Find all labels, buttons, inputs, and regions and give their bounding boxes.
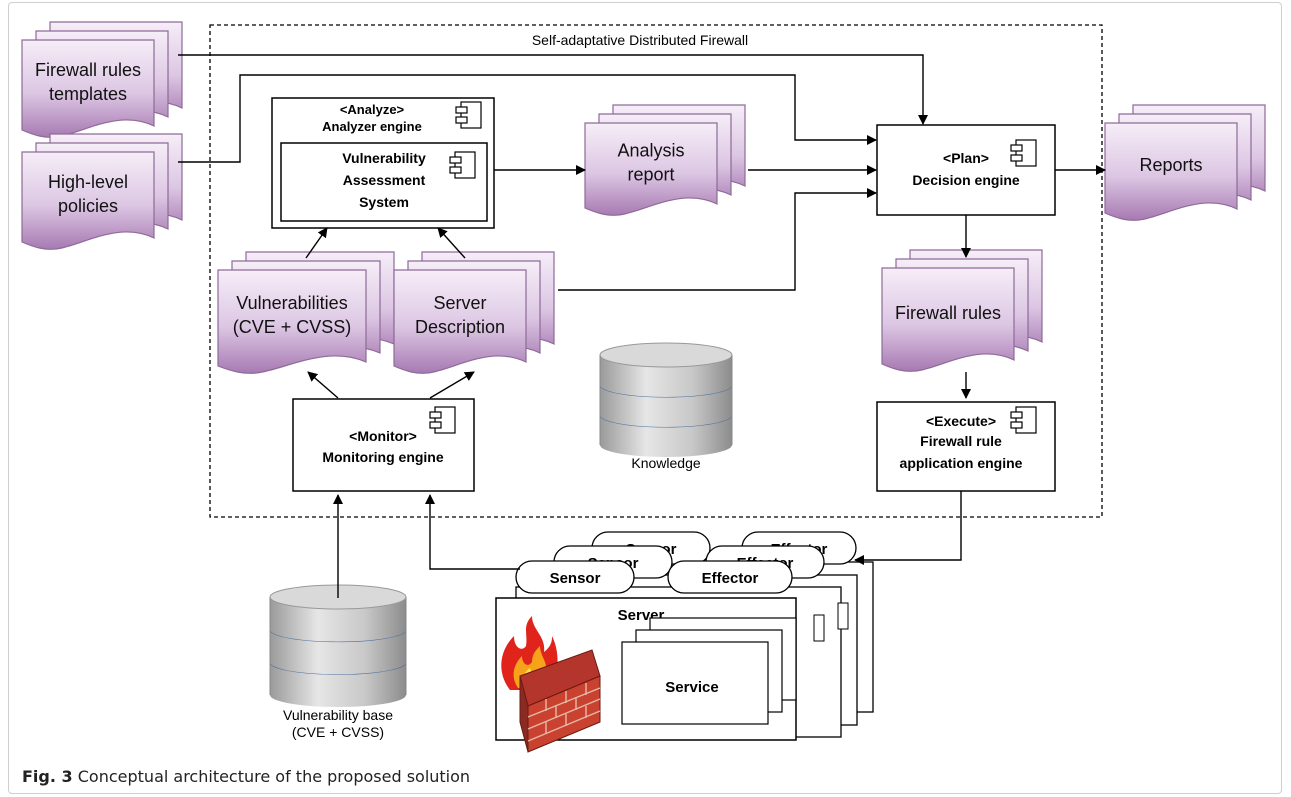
vulnerability-base-label-1: Vulnerability base bbox=[283, 707, 393, 723]
execute-component-icon bbox=[1010, 406, 1037, 434]
vulnerabilities-document: Vulnerabilities (CVE + CVSS) bbox=[217, 251, 395, 374]
firewall-rules-templates-document-label-1: Firewall rules bbox=[35, 60, 141, 80]
firewall-icon bbox=[501, 616, 601, 753]
monitor-stereotype: <Monitor> bbox=[349, 428, 417, 444]
monitor-to-vuln-arrow bbox=[307, 371, 339, 399]
boundary-title: Self-adaptative Distributed Firewall bbox=[532, 32, 748, 48]
figure-frame bbox=[8, 2, 1282, 794]
caption-label: Fig. 3 bbox=[22, 767, 73, 786]
plan-stereotype: <Plan> bbox=[943, 150, 989, 166]
vas-component-icon bbox=[449, 151, 476, 179]
reports-document: Reports bbox=[1104, 104, 1266, 221]
firewall-rules-document: Firewall rules bbox=[881, 249, 1043, 372]
analyzer-name: Analyzer engine bbox=[322, 119, 422, 134]
firewall-rules-document-label-1: Firewall rules bbox=[895, 303, 1001, 323]
high-level-policies-document-label-1: High-level bbox=[48, 172, 128, 192]
vuln-to-analyzer-arrow bbox=[305, 227, 328, 259]
sensor-pill-label: Sensor bbox=[550, 570, 601, 587]
analyzer-component-icon bbox=[455, 101, 482, 129]
policies-to-plan-arrow bbox=[178, 74, 877, 163]
execute-name-2: application engine bbox=[900, 455, 1023, 471]
server-description-document-label-2: Description bbox=[415, 317, 505, 337]
knowledge-database-icon bbox=[599, 342, 733, 457]
vas-line-2: Assessment bbox=[343, 172, 426, 188]
effector-pill: Effector bbox=[667, 560, 793, 594]
analysis-report-document-label-1: Analysis bbox=[617, 141, 684, 161]
monitor-component-icon bbox=[429, 406, 456, 434]
templates-to-plan-arrow bbox=[178, 54, 928, 125]
vulnerabilities-document-label-2: (CVE + CVSS) bbox=[233, 317, 352, 337]
knowledge-label: Knowledge bbox=[631, 455, 700, 471]
high-level-policies-document: High-level policies bbox=[21, 133, 183, 250]
vulnerability-base-database-icon bbox=[269, 584, 407, 707]
plan-name: Decision engine bbox=[912, 172, 1020, 188]
plan-component-icon bbox=[1010, 139, 1037, 167]
reports-document-label-1: Reports bbox=[1139, 155, 1202, 175]
decision-engine-component: <Plan> Decision engine bbox=[876, 124, 1056, 216]
sensor-pill: Sensor bbox=[515, 560, 635, 594]
figure-caption: Fig. 3 Conceptual architecture of the pr… bbox=[22, 767, 470, 786]
analysis-report-document-label-2: report bbox=[627, 165, 674, 185]
caption-text: Conceptual architecture of the proposed … bbox=[77, 767, 471, 786]
monitor-to-serverdesc-arrow bbox=[429, 371, 475, 399]
vulnerabilities-document-label-1: Vulnerabilities bbox=[236, 293, 347, 313]
high-level-policies-document-label-2: policies bbox=[58, 196, 118, 216]
firewall-rules-templates-document: Firewall rules templates bbox=[21, 21, 183, 138]
server-description-document-label-1: Server bbox=[433, 293, 486, 313]
system-boundary bbox=[209, 24, 1103, 518]
analysis-report-document: Analysis report bbox=[584, 104, 746, 216]
execute-stereotype: <Execute> bbox=[926, 413, 996, 429]
analyzer-stereotype: <Analyze> bbox=[340, 102, 405, 117]
sensor-to-monitor-arrow bbox=[425, 494, 520, 570]
vas-line-3: System bbox=[359, 194, 409, 210]
vulnerability-base-label-2: (CVE + CVSS) bbox=[292, 724, 384, 740]
execute-name-1: Firewall rule bbox=[920, 433, 1002, 449]
vas-line-1: Vulnerability bbox=[342, 150, 426, 166]
execute-to-effector-arrow bbox=[854, 491, 962, 565]
effector-pill-label: Effector bbox=[702, 570, 759, 587]
monitor-name: Monitoring engine bbox=[322, 449, 444, 465]
server-desc-to-plan-arrow bbox=[558, 188, 877, 291]
serverdesc-to-analyzer-arrow bbox=[437, 227, 466, 259]
firewall-rules-templates-document-label-2: templates bbox=[49, 84, 127, 104]
service-label: Service bbox=[665, 679, 718, 696]
